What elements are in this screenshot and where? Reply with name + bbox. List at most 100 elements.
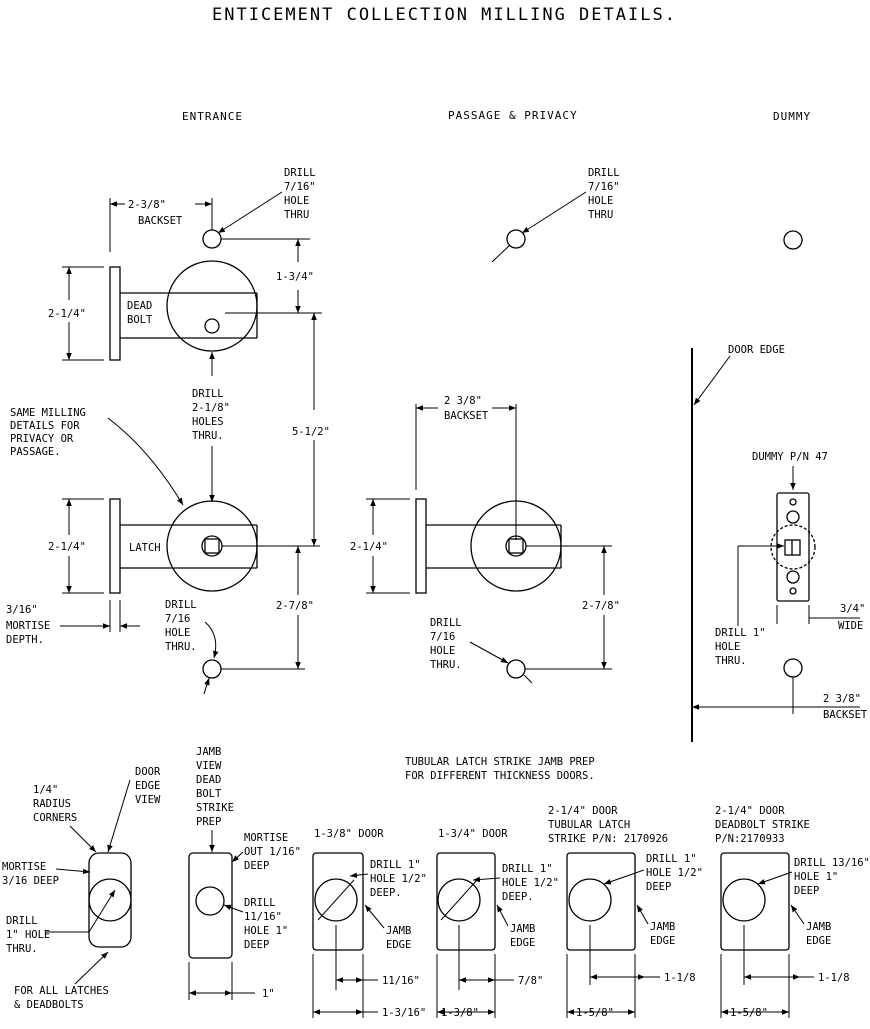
deadbolt-214-drill-label: DRILL 13/16" HOLE 1" DEEP [794, 857, 870, 897]
strike-2-1-4-deadbolt: 2-1/4" DOOR DEADBOLT STRIKE P/N:2170933 … [715, 805, 870, 1019]
door-1-3-4-drill-label: DRILL 1" HOLE 1/2" DEEP. [502, 863, 559, 903]
entrance-dim-2-1-4-lower: 2-1/4" [48, 541, 86, 553]
door-edge-view-label: DOOR EDGE VIEW [135, 766, 161, 806]
entrance-view: DRILL 7/16" HOLE THRU 2-3/8" BACKSET DEA… [6, 167, 330, 695]
svg-text:1/4": 1/4" [33, 784, 58, 796]
tubular-heading-line2: FOR DIFFERENT THICKNESS DOORS. [405, 770, 595, 782]
door-1-3-8-title: 1-3/8" DOOR [314, 828, 384, 840]
svg-text:JAMB: JAMB [806, 921, 831, 933]
svg-text:DEEP.: DEEP. [370, 887, 402, 899]
svg-text:EDGE: EDGE [806, 935, 831, 947]
deadbolt-214-dim-1-1-8: 1-1/8 [818, 972, 850, 984]
svg-text:DRILL 1": DRILL 1" [646, 853, 697, 865]
entrance-drill-bot-label: DRILL 7/16 HOLE THRU. [165, 599, 197, 653]
door-edge-view: 1/4" RADIUS CORNERS DOOR EDGE VIEW MORTI… [2, 766, 161, 1011]
svg-text:DRILL: DRILL [192, 388, 224, 400]
door-1-3-4-jamb-edge: JAMB EDGE [510, 923, 535, 949]
svg-text:HOLE 1": HOLE 1" [794, 871, 838, 883]
passage-backset-label: BACKSET [444, 410, 489, 422]
svg-text:DRILL 13/16": DRILL 13/16" [794, 857, 870, 869]
tubular-214-drill-label: DRILL 1" HOLE 1/2" DEEP [646, 853, 703, 893]
svg-text:MORTISE: MORTISE [244, 832, 288, 844]
svg-text:HOLE 1": HOLE 1" [244, 925, 288, 937]
jamb-mortise-out-label: MORTISE OUT 1/16" DEEP [244, 832, 301, 872]
strike-2-1-4-tubular: 2-1/4" DOOR TUBULAR LATCH STRIKE P/N: 21… [548, 805, 703, 1019]
deadbolt-214-title-1: 2-1/4" DOOR [715, 805, 785, 817]
passage-bottom-hole [506, 659, 526, 679]
mortise-depth-label: 3/16" MORTISE DEPTH. [6, 604, 50, 646]
svg-text:EDGE: EDGE [135, 780, 160, 792]
same-milling-note: SAME MILLING DETAILS FOR PRIVACY OR PASS… [10, 407, 86, 458]
svg-text:DRILL: DRILL [588, 167, 620, 179]
dummy-drill-label: DRILL 1" HOLE THRU. [715, 627, 766, 667]
svg-text:DEEP: DEEP [794, 885, 819, 897]
dummy-top-hole [783, 230, 803, 250]
svg-text:DEEP: DEEP [244, 939, 269, 951]
entrance-backset-label: BACKSET [138, 215, 183, 227]
svg-text:VIEW: VIEW [135, 794, 161, 806]
dummy-strike-plate [776, 492, 810, 602]
svg-text:SAME MILLING: SAME MILLING [10, 407, 86, 419]
dummy-view: DOOR EDGE DUMMY P/N 47 3/4" WIDE DRILL 1… [691, 230, 868, 742]
svg-text:HOLE 1/2": HOLE 1/2" [502, 877, 559, 889]
svg-text:THRU.: THRU. [165, 641, 197, 653]
jamb-drill-label: DRILL 11/16" HOLE 1" DEEP [244, 897, 288, 951]
svg-text:EDGE: EDGE [386, 939, 411, 951]
svg-text:1" HOLE: 1" HOLE [6, 929, 50, 941]
svg-text:FOR ALL LATCHES: FOR ALL LATCHES [14, 985, 109, 997]
section-dummy: DUMMY [773, 110, 811, 123]
svg-text:DEEP: DEEP [646, 881, 671, 893]
dummy-backset-label: BACKSET [823, 709, 868, 721]
svg-text:DRILL 1": DRILL 1" [502, 863, 553, 875]
svg-text:JAMB: JAMB [196, 746, 221, 758]
tubular-214-dim-1-1-8: 1-1/8 [664, 972, 696, 984]
door-1-3-8-dim-11-16: 11/16" [382, 975, 420, 987]
radius-corners-label: 1/4" RADIUS CORNERS [33, 784, 77, 824]
svg-text:DRILL: DRILL [244, 897, 276, 909]
svg-text:7/16": 7/16" [284, 181, 316, 193]
svg-text:7/16: 7/16 [430, 631, 455, 643]
svg-text:7/16": 7/16" [588, 181, 620, 193]
section-entrance: ENTRANCE [182, 110, 243, 123]
passage-backset-value: 2 3/8" [444, 395, 482, 407]
svg-text:DRILL 1": DRILL 1" [370, 859, 421, 871]
passage-drill-bot-label: DRILL 7/16 HOLE THRU. [430, 617, 462, 671]
svg-text:MORTISE: MORTISE [2, 861, 46, 873]
svg-text:PREP: PREP [196, 816, 221, 828]
svg-text:& DEADBOLTS: & DEADBOLTS [14, 999, 84, 1011]
door-1-3-8-jamb-edge: JAMB EDGE [386, 925, 411, 951]
door-edge-outline [88, 852, 132, 948]
svg-text:DEPTH.: DEPTH. [6, 634, 44, 646]
svg-text:THRU.: THRU. [430, 659, 462, 671]
svg-text:HOLE: HOLE [165, 627, 190, 639]
tubular-214-title-1: 2-1/4" DOOR [548, 805, 618, 817]
svg-text:HOLE: HOLE [715, 641, 740, 653]
drawing-title: ENTICEMENT COLLECTION MILLING DETAILS. [212, 5, 677, 25]
entrance-latch-label: LATCH [129, 542, 161, 554]
svg-text:HOLE 1/2": HOLE 1/2" [646, 867, 703, 879]
svg-text:2-1/8": 2-1/8" [192, 402, 230, 414]
svg-text:EDGE: EDGE [510, 937, 535, 949]
svg-text:DEEP.: DEEP. [502, 891, 534, 903]
door-1-3-4-dim-1-3-8: 1-3/8" [441, 1007, 479, 1019]
door-edge-mortise-label: MORTISE 3/16 DEEP [2, 861, 59, 887]
door-1-3-8-dim-1-3-16: 1-3/16" [382, 1007, 426, 1019]
jamb-dim-1: 1" [262, 988, 275, 1000]
tubular-heading-line1: TUBULAR LATCH STRIKE JAMB PREP [405, 756, 595, 768]
passage-top-hole [506, 229, 526, 249]
svg-text:BOLT: BOLT [127, 314, 153, 326]
svg-text:JAMB: JAMB [510, 923, 535, 935]
dummy-door-edge-label: DOOR EDGE [728, 344, 785, 356]
svg-text:DRILL: DRILL [165, 599, 197, 611]
entrance-dim-1-3-4: 1-3/4" [276, 271, 314, 283]
svg-text:HOLES: HOLES [192, 416, 224, 428]
door-1-3-4-title: 1-3/4" DOOR [438, 828, 508, 840]
svg-text:7/16: 7/16 [165, 613, 190, 625]
strike-1-3-8-door: 1-3/8" DOOR DRILL 1" HOLE 1/2" DEEP. JAM… [312, 828, 427, 1019]
svg-text:MORTISE: MORTISE [6, 620, 50, 632]
svg-text:DOOR: DOOR [135, 766, 161, 778]
svg-text:DRILL: DRILL [284, 167, 316, 179]
passage-drill-top-label: DRILL 7/16" HOLE THRU [588, 167, 620, 221]
